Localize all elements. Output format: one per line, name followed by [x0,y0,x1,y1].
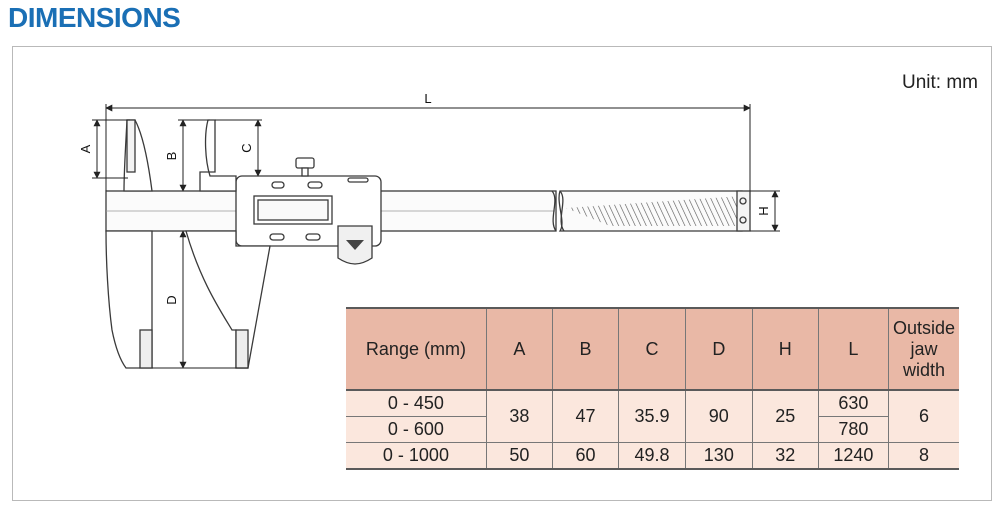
cell-d: 90 [684,390,753,443]
page-title: DIMENSIONS [8,2,181,33]
movable-outside-jaw [185,230,271,369]
table-row: 0 - 600 780 [346,416,959,443]
dim-label-D: D [164,295,179,304]
cell-range: 0 - 1000 [346,442,487,470]
diagram-frame [12,46,992,501]
cell-c: 35.9 [618,390,686,443]
cell-l: 1240 [817,442,889,470]
dim-label-H: H [756,206,771,215]
cell-h: 32 [751,442,819,470]
dimension-labels: L A B C D H [78,91,771,305]
cell-c: 49.8 [618,442,686,470]
slider-button-top-left [271,181,285,189]
header-c: C [618,308,686,390]
slider-top-indicator [347,177,369,183]
cell-l: 780 [817,416,889,443]
dimensions-table: Range (mm) A B C D H L Outside jaw width… [346,307,959,470]
slider-button-bottom-right [305,233,321,241]
clamp-screw-stem [301,167,309,177]
thumb-roller-mark [346,240,364,250]
clamp-screw-knob [295,157,315,169]
dimension-lines [92,104,780,369]
cell-jaw: 6 [887,390,959,443]
end-cap-screw-bottom [739,216,747,224]
header-l: L [817,308,889,390]
dim-label-L: L [424,91,431,106]
cell-a: 50 [485,442,553,470]
cell-l: 630 [817,390,889,417]
movable-outside-jaw-face [235,329,249,369]
dim-label-C: C [239,143,254,152]
cell-d: 130 [684,442,753,470]
unit-label: Unit: mm [902,72,978,93]
cell-b: 47 [551,390,619,443]
cell-b: 60 [551,442,619,470]
table-row: 0 - 1000 50 60 49.8 130 32 1240 8 [346,442,959,470]
table-header-row: Range (mm) A B C D H L Outside jaw width [346,308,959,390]
cell-range: 0 - 600 [346,416,487,443]
cell-range: 0 - 450 [346,390,487,417]
cell-h: 25 [751,390,819,443]
header-jaw-width: Outside jaw width [887,308,959,390]
table-row: 0 - 450 38 47 35.9 90 25 630 6 [346,390,959,443]
lcd-screen [257,199,329,221]
dim-label-B: B [164,152,179,161]
header-b: B [551,308,619,390]
cell-jaw: 8 [887,442,959,470]
fixed-outside-jaw-face [139,329,153,369]
header-h: H [751,308,819,390]
cell-a: 38 [485,390,553,443]
movable-inside-jaw [199,119,237,192]
break-line-right [559,190,565,232]
slider-button-top-right [307,181,323,189]
header-d: D [684,308,753,390]
break-line-left [551,190,557,232]
end-cap-screw-top [739,197,747,205]
slider-button-bottom-left [269,233,285,241]
beam-hatch [566,196,742,226]
header-a: A [485,308,553,390]
fixed-inside-jaw-tip [126,119,136,173]
header-range: Range (mm) [346,308,487,390]
dim-label-A: A [78,144,93,153]
beam-end-cap [736,190,751,232]
caliper-body [105,119,751,369]
